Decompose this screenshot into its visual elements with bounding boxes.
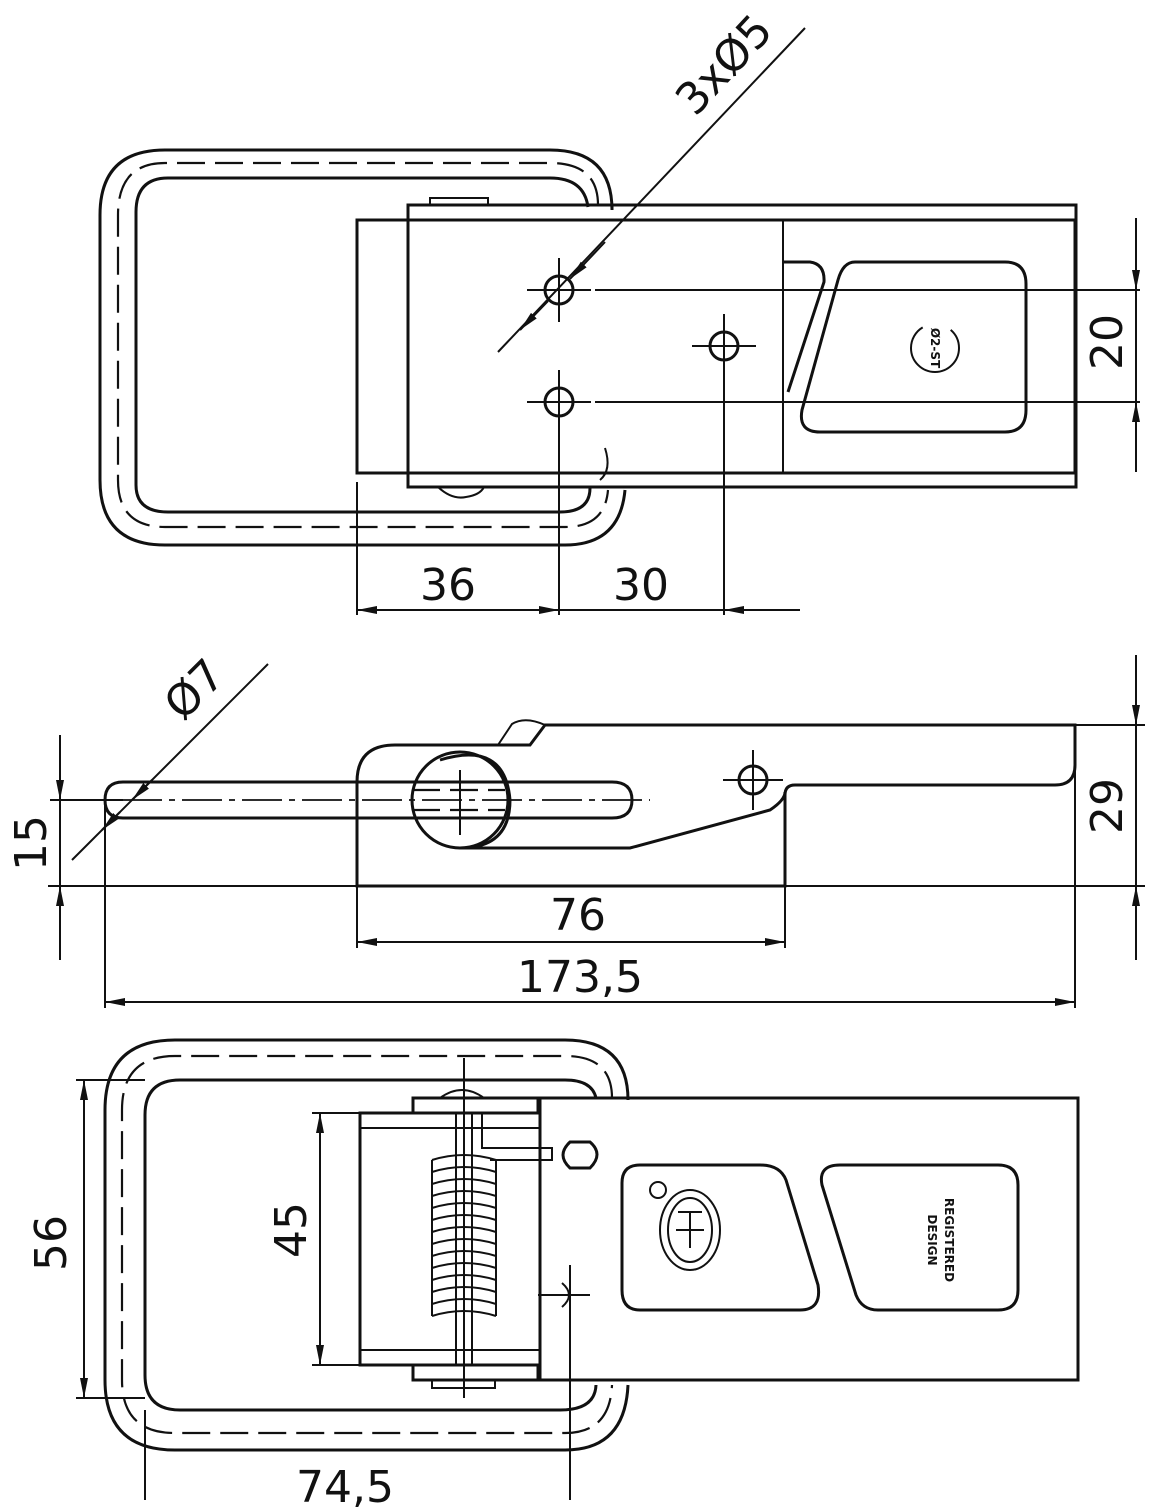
dim-30: 30: [613, 560, 669, 611]
bottom-wire-loop: [103, 1038, 630, 1452]
top-handle-window: Ø2-ST: [784, 260, 1028, 434]
dim-173: 173,5: [517, 952, 643, 1003]
dim-56: 56: [26, 1215, 77, 1271]
top-holes: [527, 258, 756, 440]
dim-29: 29: [1082, 778, 1133, 834]
dim-20: 20: [1082, 314, 1133, 370]
side-latch-body: [62, 719, 1077, 888]
bottom-view: DESIGN REGISTERED 56 45 74,5: [26, 1038, 1080, 1509]
stamp-design: DESIGN: [925, 1214, 939, 1265]
side-view: Ø7 15 29 76 173,5: [6, 650, 1145, 1008]
top-stamp-text: Ø2-ST: [928, 328, 942, 369]
top-view: Ø2-ST 3xØ5 36 30 20: [98, 5, 1140, 615]
dim-45: 45: [266, 1202, 317, 1258]
dim-76: 76: [550, 890, 606, 941]
top-wire-loop: [98, 148, 627, 547]
dim-15: 15: [6, 815, 57, 871]
stamp-registered: REGISTERED: [942, 1198, 956, 1282]
dim-holes-label: 3xØ5: [666, 5, 783, 125]
logo-icon: [659, 1189, 721, 1271]
dim-36: 36: [420, 560, 476, 611]
spring: [431, 1154, 497, 1317]
dim-74: 74,5: [296, 1462, 394, 1509]
bottom-latch-body: DESIGN REGISTERED: [358, 1058, 1080, 1398]
dim-slot-label: Ø7: [155, 650, 235, 730]
top-latch-plate: [355, 197, 1078, 499]
